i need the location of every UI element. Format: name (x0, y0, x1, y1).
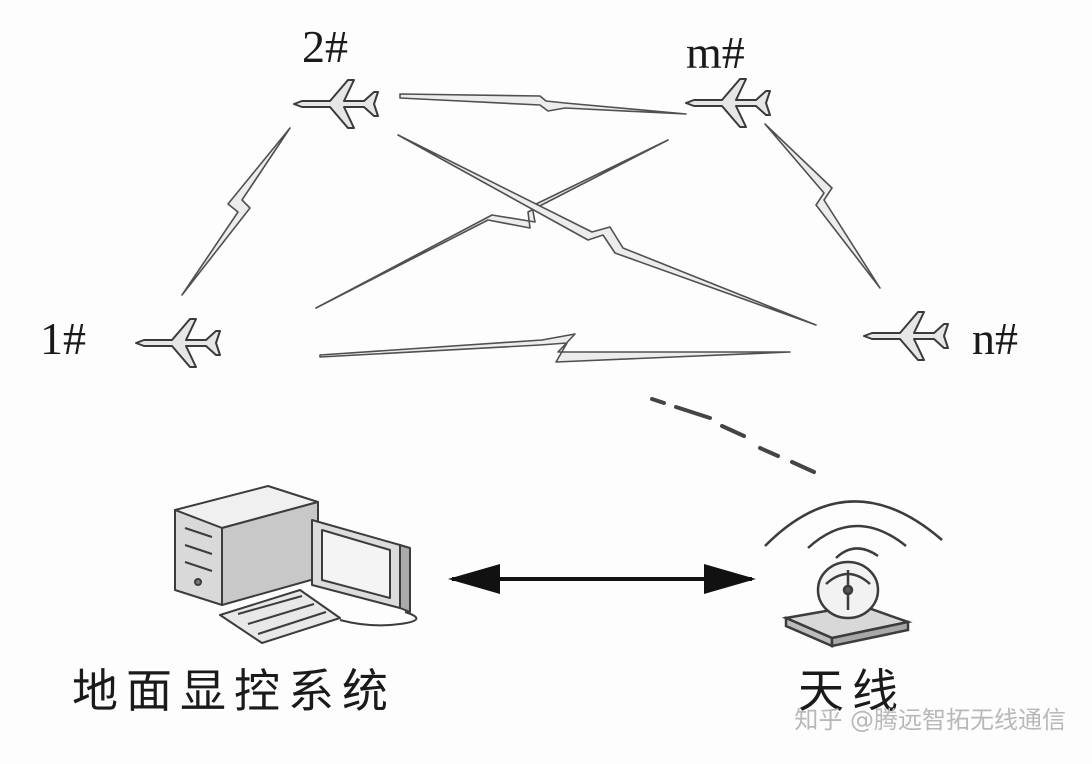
link-m-n (764, 123, 881, 289)
link-1-n (319, 333, 791, 363)
aircraft-m-label: m# (686, 27, 745, 78)
airplane-icon (293, 79, 379, 129)
link-2-1 (181, 127, 291, 296)
antenna-label: 天线 (798, 664, 906, 718)
arrow-right-icon (704, 564, 756, 594)
aircraft-n-label: n# (972, 313, 1018, 364)
watermark: 知乎 @腾远智拓无线通信 (794, 706, 1066, 734)
airplane-icon (685, 78, 771, 128)
link-2-m (399, 93, 687, 115)
link-2-n (397, 134, 817, 326)
airplane-icon (863, 311, 949, 361)
arrow-left-icon (448, 564, 500, 594)
antenna-icon (764, 500, 943, 648)
link-m-1 (315, 139, 669, 309)
computer-icon (174, 485, 418, 644)
aircraft-1-label: 1# (40, 313, 86, 364)
airplane-icon (135, 318, 221, 368)
downlink-dashes (650, 397, 816, 474)
aircraft-2-label: 2# (302, 21, 348, 72)
ground-system-label: 地面显控系统 (72, 664, 396, 718)
wireless-links (181, 93, 881, 363)
